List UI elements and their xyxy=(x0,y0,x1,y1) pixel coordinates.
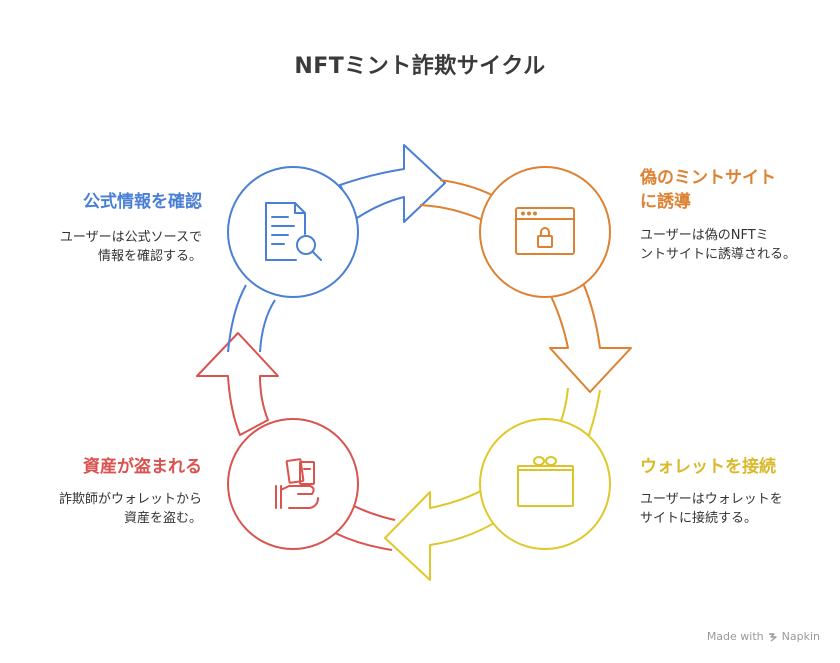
arrow-red-to-blue xyxy=(196,332,279,436)
step-label-fake-site: 偽のミントサイト に誘導 xyxy=(640,166,830,214)
step-circle-stolen xyxy=(227,418,359,550)
step-desc-stolen: 詐欺師がウォレットから 資産を盗む。 xyxy=(20,490,202,528)
step-desc-verify-line-2: 情報を確認する。 xyxy=(97,249,202,264)
arrow-orange-to-yellow xyxy=(547,271,632,393)
step-circle-verify xyxy=(227,166,359,298)
money-hand-icon xyxy=(275,458,319,509)
step-label-fake-site-line-1: 偽のミントサイト xyxy=(640,168,776,188)
step-desc-connect-wallet-line-1: ユーザーはウォレットを xyxy=(640,492,783,507)
browser-lock-icon xyxy=(515,207,575,255)
band-red-bottom xyxy=(334,504,396,551)
made-with-text: Made with xyxy=(706,630,764,643)
document-search-icon xyxy=(265,202,322,261)
band-blue-left xyxy=(227,284,276,353)
step-circle-fake-site xyxy=(479,166,611,298)
step-label-fake-site-line-2: に誘導 xyxy=(640,192,691,212)
step-desc-verify-line-1: ユーザーは公式ソースで xyxy=(59,230,202,245)
step-desc-verify: ユーザーは公式ソースで 情報を確認する。 xyxy=(20,228,202,266)
page-title: NFTミント詐欺サイクル xyxy=(294,54,546,79)
step-desc-stolen-line-2: 資産を盗む。 xyxy=(123,511,202,526)
step-circle-connect-wallet xyxy=(479,418,611,550)
made-with-napkin[interactable]: Made with Napkin xyxy=(707,630,820,643)
step-label-stolen: 資産が盗まれる xyxy=(83,457,202,477)
step-desc-connect-wallet-line-2: サイトに接続する。 xyxy=(640,511,758,526)
step-desc-fake-site-line-1: ユーザーは偽のNFTミ xyxy=(640,228,769,243)
step-desc-fake-site: ユーザーは偽のNFTミ ントサイトに誘導される。 xyxy=(640,226,830,264)
wallet-icon xyxy=(517,456,574,507)
step-desc-fake-site-line-2: ントサイトに誘導される。 xyxy=(640,247,797,262)
napkin-brand-text: Napkin xyxy=(781,630,820,643)
step-desc-connect-wallet: ユーザーはウォレットを サイトに接続する。 xyxy=(640,490,830,528)
napkin-logo-icon xyxy=(768,632,777,642)
step-label-verify: 公式情報を確認 xyxy=(83,192,202,212)
step-label-connect-wallet: ウォレットを接続 xyxy=(640,457,776,477)
arrow-blue-to-orange xyxy=(339,144,446,223)
step-desc-stolen-line-1: 詐欺師がウォレットから xyxy=(58,492,202,507)
